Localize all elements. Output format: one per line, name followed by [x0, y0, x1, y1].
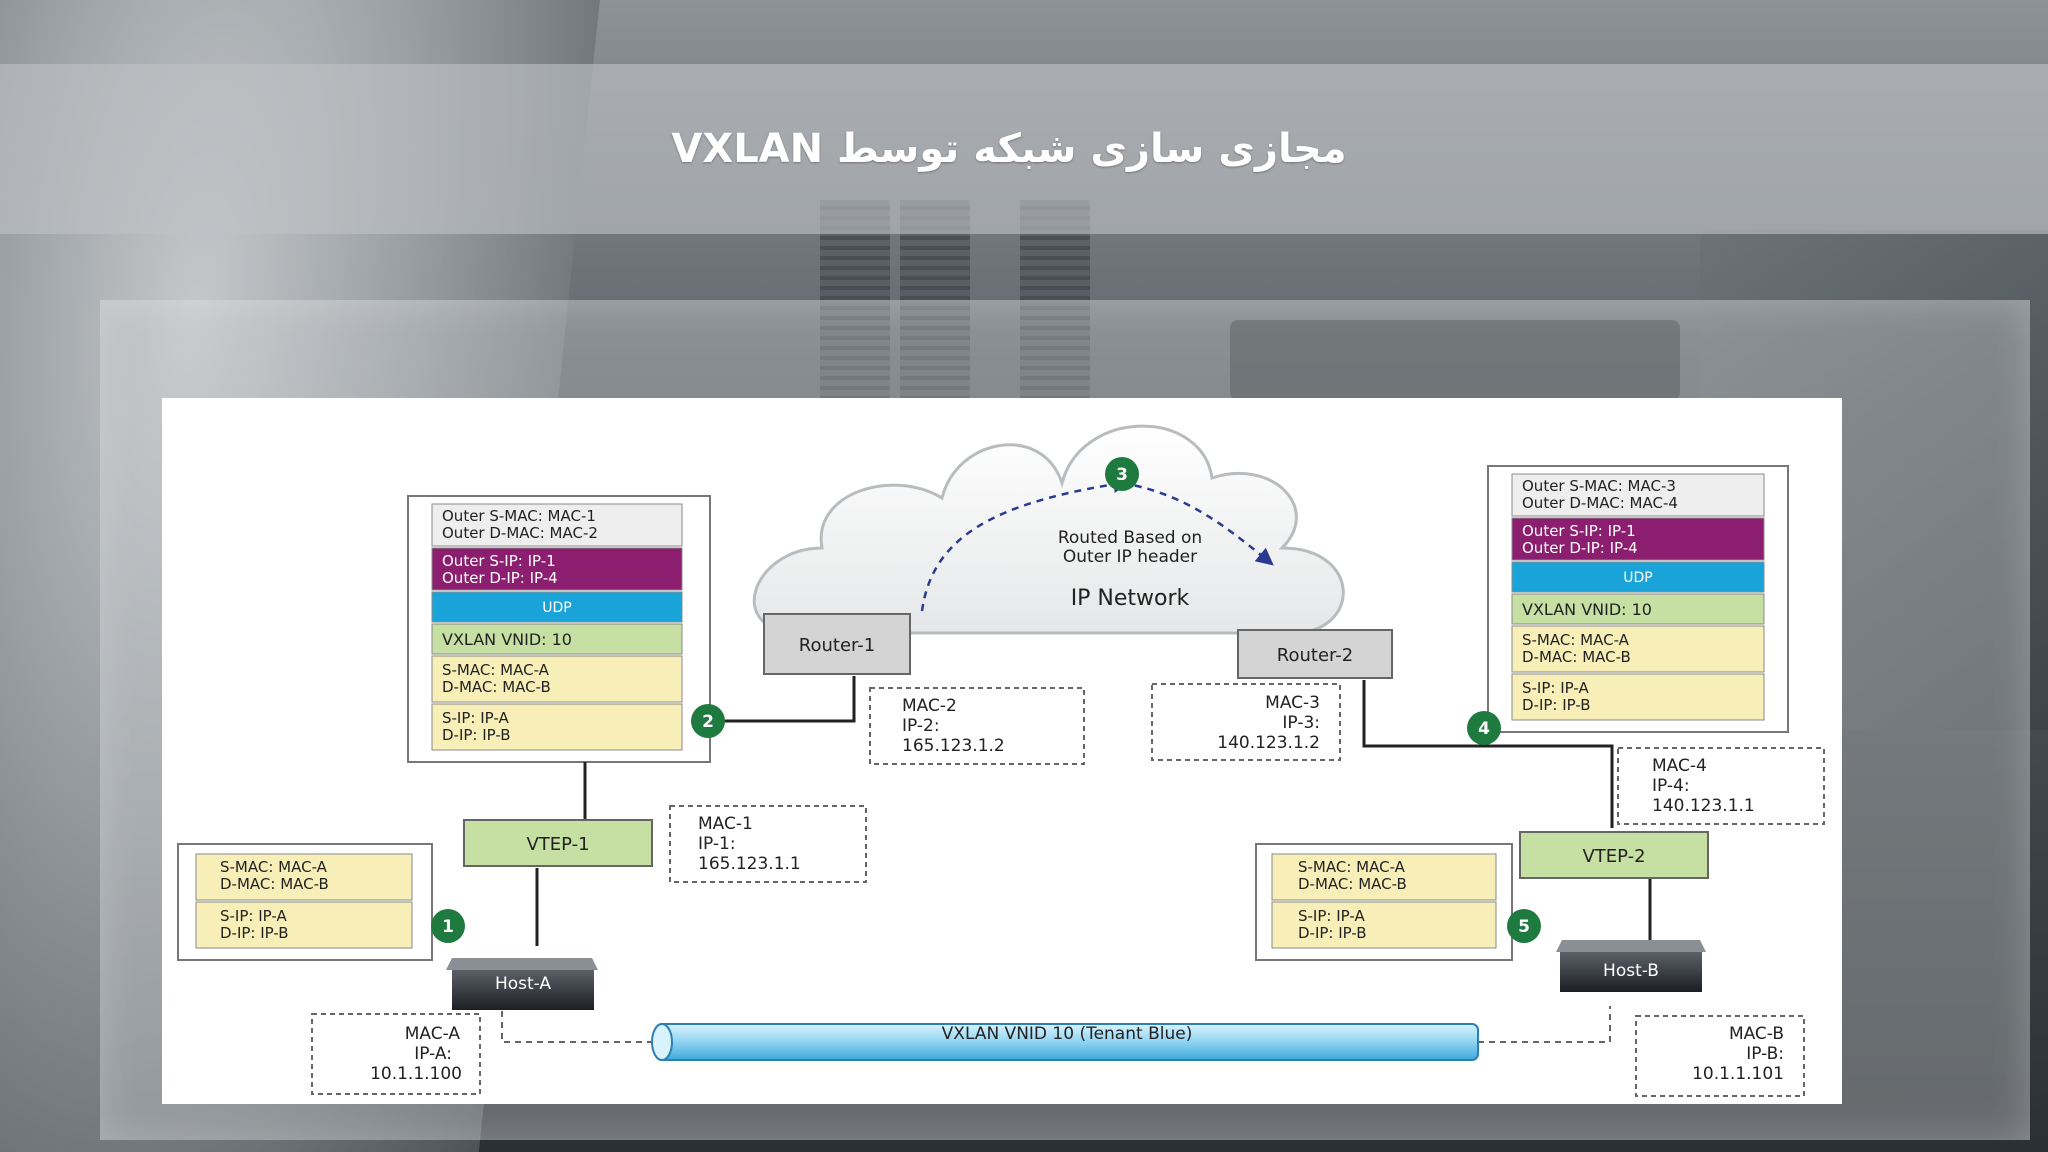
step-4-label: 4 [1478, 719, 1490, 739]
frame-host-b-mac-1: S-MAC: MAC-A [1298, 858, 1406, 876]
packet-left-mac-2: D-MAC: MAC-B [442, 678, 551, 696]
router-1 [763, 613, 911, 675]
vxlan-tunnel: VXLAN VNID 10 (Tenant Blue) [651, 1023, 1479, 1061]
vtep-2-label: VTEP-2 [1582, 846, 1645, 867]
addr-hosta-l3: 10.1.1.100 [370, 1064, 462, 1084]
step-badge-2 [691, 704, 725, 738]
packet-left-ip-1: S-IP: IP-A [442, 709, 509, 727]
addr-vtep2-l3: 140.123.1.1 [1652, 796, 1755, 816]
link-router2-stack4 [1362, 680, 1614, 828]
packet-left-outer-mac-1: Outer S-MAC: MAC-1 [442, 507, 596, 525]
packet-right-outer-mac-1: Outer S-MAC: MAC-3 [1522, 477, 1676, 495]
addr-hostb-l1: MAC-B [1729, 1024, 1784, 1044]
packet-right-outer-ip-1: Outer S-IP: IP-1 [1522, 522, 1636, 540]
packet-right-vnid: VXLAN VNID: 10 [1522, 600, 1652, 619]
routed-arrow [1121, 481, 1274, 566]
packet-right-ip-2: D-IP: IP-B [1522, 696, 1591, 714]
packet-left-vnid: VXLAN VNID: 10 [442, 630, 572, 649]
addr-vtep2-l2: IP-4: [1652, 776, 1690, 796]
router-1-label: Router-1 [799, 635, 875, 656]
step-badge-3 [1105, 457, 1139, 491]
router-2-label: Router-2 [1277, 645, 1353, 666]
step-badge-1 [431, 909, 465, 943]
tunnel-label: VXLAN VNID 10 (Tenant Blue) [942, 1024, 1193, 1044]
packet-right-mac-2: D-MAC: MAC-B [1522, 648, 1631, 666]
step-badge-5 [1507, 909, 1541, 943]
addr-router1-l3: 165.123.1.2 [902, 736, 1005, 756]
host-a-label: Host-A [495, 974, 551, 994]
vtep-2 [1519, 831, 1709, 879]
packet-left: Outer S-MAC: MAC-1 Outer D-MAC: MAC-2 Ou… [407, 495, 711, 763]
vtep-1-label: VTEP-1 [526, 834, 589, 855]
routed-text-1: Routed Based on [1058, 528, 1202, 548]
routed-text-2: Outer IP header [1063, 547, 1197, 567]
frame-host-b: S-MAC: MAC-A D-MAC: MAC-B S-IP: IP-A D-I… [1255, 843, 1513, 961]
packet-right-mac-1: S-MAC: MAC-A [1522, 631, 1630, 649]
slide-title: مجازی سازی شبکه توسط VXLAN [671, 126, 1347, 172]
ip-network-label: IP Network [1071, 586, 1190, 611]
host-a: Host-A [446, 958, 598, 1010]
links [535, 676, 1652, 946]
step-badge-4 [1467, 711, 1501, 745]
packet-right-ip-1: S-IP: IP-A [1522, 679, 1589, 697]
background-window [1230, 320, 1680, 400]
frame-host-a-mac-1: S-MAC: MAC-A [220, 858, 328, 876]
step-2-label: 2 [702, 712, 714, 732]
packet-left-mac-1: S-MAC: MAC-A [442, 661, 550, 679]
packet-left-outer-ip-1: Outer S-IP: IP-1 [442, 552, 556, 570]
addr-vtep1-l1: MAC-1 [698, 814, 753, 834]
frame-host-a: S-MAC: MAC-A D-MAC: MAC-B S-IP: IP-A D-I… [177, 843, 433, 961]
packet-left-udp: UDP [542, 600, 571, 616]
frame-host-b-ip-2: D-IP: IP-B [1298, 924, 1367, 942]
packet-right-outer-mac-2: Outer D-MAC: MAC-4 [1522, 494, 1678, 512]
packet-left-ip-2: D-IP: IP-B [442, 726, 511, 744]
step-5-label: 5 [1518, 917, 1530, 937]
vtep-1 [463, 819, 653, 867]
addr-hosta-l1: MAC-A [405, 1024, 461, 1044]
packet-right-outer-ip-2: Outer D-IP: IP-4 [1522, 539, 1638, 557]
addr-hosta-l2: IP-A: [414, 1044, 452, 1064]
addr-router1-l2: IP-2: [902, 716, 940, 736]
addr-router2-l3: 140.123.1.2 [1217, 733, 1320, 753]
addr-router2-l1: MAC-3 [1265, 693, 1320, 713]
addr-router1-l1: MAC-2 [902, 696, 957, 716]
addr-hostb-l3: 10.1.1.101 [1692, 1064, 1784, 1084]
link-stack2-router1 [708, 676, 856, 723]
frame-host-b-ip-1: S-IP: IP-A [1298, 907, 1365, 925]
addr-vtep2-l1: MAC-4 [1652, 756, 1707, 776]
host-b-label: Host-B [1603, 961, 1659, 981]
tunnel-dashes [501, 1000, 1611, 1043]
vxlan-diagram: 3 Routed Based on Outer IP header IP Net… [162, 398, 1842, 1104]
ip-network-cloud [752, 424, 1345, 635]
routed-arrow [920, 475, 1131, 612]
step-3-label: 3 [1116, 465, 1128, 485]
host-b: Host-B [1556, 940, 1706, 992]
frame-host-a-mac-2: D-MAC: MAC-B [220, 875, 329, 893]
frame-host-a-ip-1: S-IP: IP-A [220, 907, 287, 925]
packet-right: Outer S-MAC: MAC-3 Outer D-MAC: MAC-4 Ou… [1487, 465, 1789, 733]
address-boxes [311, 683, 1825, 1097]
title-band [0, 64, 2048, 234]
addr-router2-l2: IP-3: [1282, 713, 1320, 733]
addr-vtep1-l2: IP-1: [698, 834, 736, 854]
addr-vtep1-l3: 165.123.1.1 [698, 854, 801, 874]
frame-host-a-ip-2: D-IP: IP-B [220, 924, 289, 942]
addr-hostb-l2: IP-B: [1746, 1044, 1784, 1064]
frame-host-b-mac-2: D-MAC: MAC-B [1298, 875, 1407, 893]
packet-left-outer-mac-2: Outer D-MAC: MAC-2 [442, 524, 598, 542]
packet-left-outer-ip-2: Outer D-IP: IP-4 [442, 569, 558, 587]
packet-right-udp: UDP [1623, 570, 1652, 586]
step-1-label: 1 [442, 917, 454, 937]
router-2 [1237, 629, 1393, 679]
